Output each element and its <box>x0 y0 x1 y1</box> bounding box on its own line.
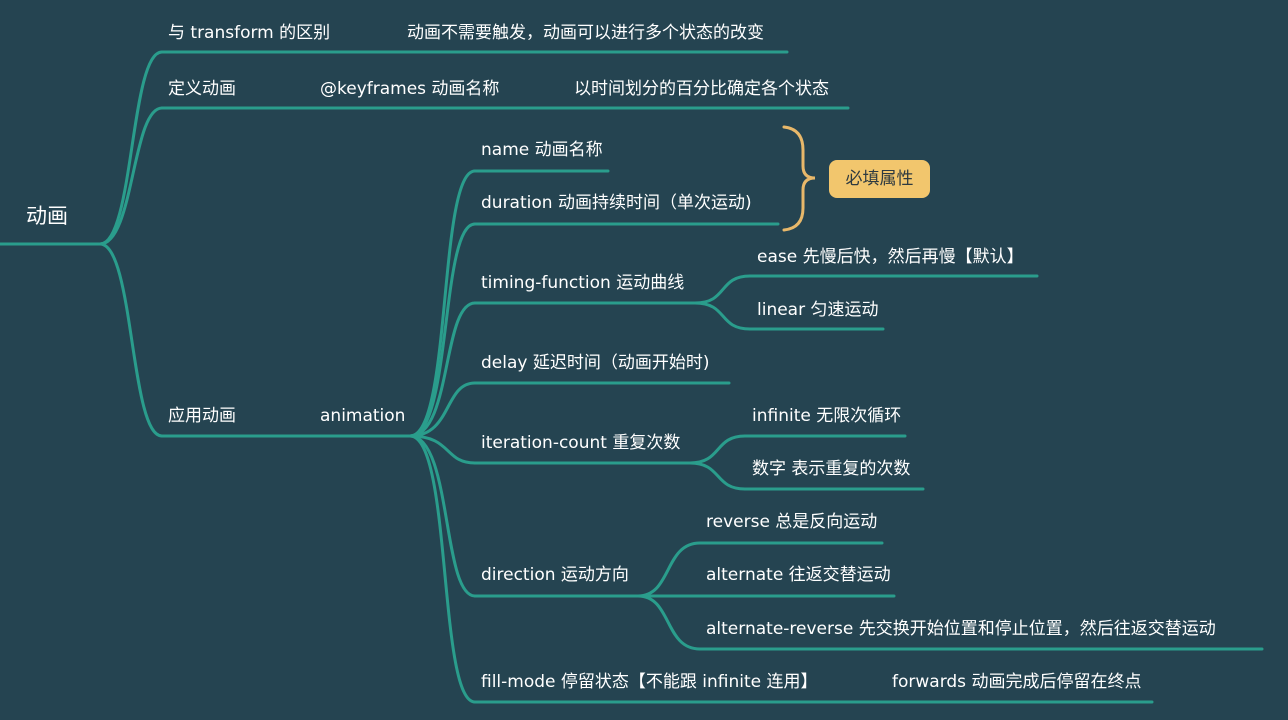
branch-apply-animation[interactable]: 应用动画 <box>168 406 236 426</box>
node-iteration-count[interactable]: iteration-count 重复次数 <box>481 433 681 453</box>
node-infinite[interactable]: infinite 无限次循环 <box>752 406 902 426</box>
node-keyframes[interactable]: @keyframes 动画名称 <box>320 79 500 99</box>
node-reverse[interactable]: reverse 总是反向运动 <box>706 512 878 532</box>
node-number[interactable]: 数字 表示重复的次数 <box>752 459 911 479</box>
edge-anim-name <box>408 169 477 438</box>
edge-anim-timing <box>408 301 477 438</box>
edge-anim-iteration <box>408 434 477 465</box>
edge-timing-ease <box>693 274 752 305</box>
root-node[interactable]: 动画 <box>26 204 68 228</box>
node-delay[interactable]: delay 延迟时间（动画开始时) <box>481 353 710 373</box>
node-animation[interactable]: animation <box>320 406 406 426</box>
edge-anim-duration <box>408 222 477 438</box>
edge-anim-direction <box>408 434 477 598</box>
edge-root-transform <box>98 50 164 246</box>
edge-iteration-number <box>688 461 747 491</box>
edge-anim-delay <box>408 381 477 438</box>
edge-direction-altrev <box>636 594 702 651</box>
node-alternate[interactable]: alternate 往返交替运动 <box>706 565 891 585</box>
node-linear[interactable]: linear 匀速运动 <box>757 300 879 320</box>
summary-required-tag[interactable]: 必填属性 <box>829 160 930 198</box>
node-keyframes-note[interactable]: 以时间划分的百分比确定各个状态 <box>574 79 829 99</box>
edge-timing-linear <box>693 301 752 331</box>
node-transform-note[interactable]: 动画不需要触发，动画可以进行多个状态的改变 <box>407 23 764 43</box>
edge-root-define <box>98 106 164 246</box>
node-direction[interactable]: direction 运动方向 <box>481 565 629 585</box>
node-forwards[interactable]: forwards 动画完成后停留在终点 <box>892 672 1142 692</box>
branch-transform-diff[interactable]: 与 transform 的区别 <box>168 23 331 43</box>
summary-brace <box>782 125 816 232</box>
node-alternate-reverse[interactable]: alternate-reverse 先交换开始位置和停止位置，然后往返交替运动 <box>706 619 1216 639</box>
node-name[interactable]: name 动画名称 <box>481 140 603 160</box>
edge-iteration-infinite <box>688 434 747 465</box>
edge-direction-reverse <box>636 541 702 598</box>
node-fill-mode[interactable]: fill-mode 停留状态【不能跟 infinite 连用】 <box>481 672 818 692</box>
edge-root-apply <box>98 242 164 438</box>
node-timing-function[interactable]: timing-function 运动曲线 <box>481 273 685 293</box>
node-ease[interactable]: ease 先慢后快，然后再慢【默认】 <box>757 247 1024 267</box>
node-duration[interactable]: duration 动画持续时间（单次运动) <box>481 193 752 213</box>
branch-define-animation[interactable]: 定义动画 <box>168 79 236 99</box>
edge-anim-fillmode <box>408 434 477 704</box>
